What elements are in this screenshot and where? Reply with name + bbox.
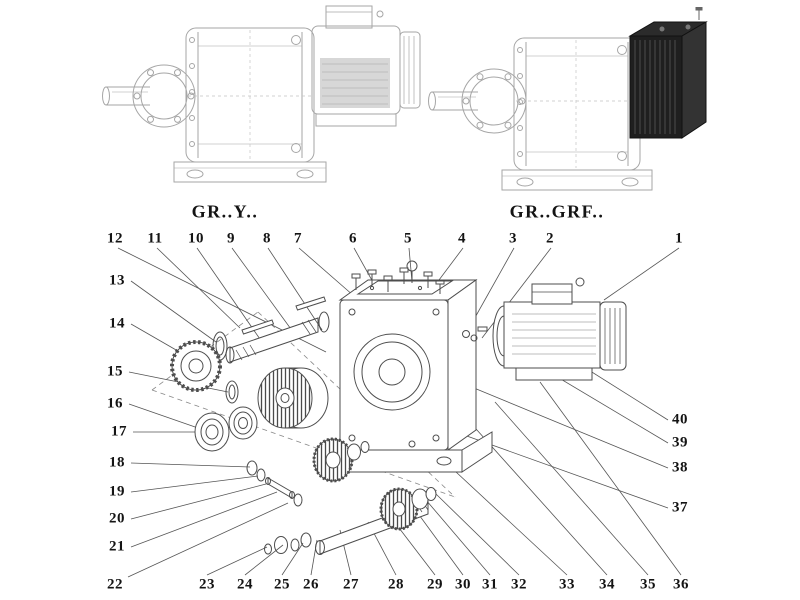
fastener-cover-bolts <box>351 260 445 294</box>
part-input-pinion-shaft <box>225 311 330 364</box>
bolt-icon <box>367 269 377 286</box>
part-shaft-key <box>241 296 327 335</box>
output-flange-drawing <box>132 64 196 128</box>
mounting-feet-drawing <box>173 161 327 183</box>
callout-10: 10 <box>188 230 204 247</box>
callout-8: 8 <box>263 230 271 247</box>
callout-22: 22 <box>107 576 123 593</box>
callout-31: 31 <box>482 576 498 593</box>
callout-35: 35 <box>640 576 656 593</box>
callout-6: 6 <box>349 230 357 247</box>
callout-23: 23 <box>199 576 215 593</box>
callout-24: 24 <box>237 576 253 593</box>
assembled-gearmotor-gr-y-drawing <box>102 5 421 183</box>
grf-cover-block <box>628 7 708 139</box>
callout-26: 26 <box>303 576 319 593</box>
bolt-icon <box>383 275 393 292</box>
callout-18: 18 <box>109 454 125 471</box>
callout-30: 30 <box>455 576 471 593</box>
callout-27: 27 <box>343 576 359 593</box>
callout-37: 37 <box>672 499 688 516</box>
mounting-feet-drawing <box>501 169 653 191</box>
callout-28: 28 <box>388 576 404 593</box>
part-washer-pin-stack <box>246 460 303 507</box>
callout-13: 13 <box>109 272 125 289</box>
callout-12: 12 <box>107 230 123 247</box>
variant-label-gr-grf: GR..GRF.. <box>509 201 605 222</box>
bolt-icon <box>351 273 361 290</box>
callout-9: 9 <box>227 230 235 247</box>
part-ball-bearing <box>194 412 230 452</box>
motor-drawing <box>311 5 421 127</box>
eye-bolt-icon <box>406 260 418 283</box>
callout-14: 14 <box>109 315 125 332</box>
callout-33: 33 <box>559 576 575 593</box>
callout-19: 19 <box>109 483 125 500</box>
part-bearing-ring-toothed <box>170 340 222 392</box>
callout-29: 29 <box>427 576 443 593</box>
part-electric-motor <box>492 277 627 381</box>
part-output-washers <box>264 532 312 555</box>
part-helical-gear-large <box>257 367 329 429</box>
bolt-icon <box>423 271 433 288</box>
callout-11: 11 <box>147 230 163 247</box>
part-intermediate-gear <box>312 437 370 483</box>
part-gear-housing <box>325 279 493 473</box>
callout-40: 40 <box>672 411 688 428</box>
callout-5: 5 <box>404 230 412 247</box>
callout-34: 34 <box>599 576 615 593</box>
part-spacer-ring <box>225 380 239 404</box>
variant-label-gr-y: GR..Y.. <box>191 201 259 222</box>
callout-25: 25 <box>274 576 290 593</box>
part-output-gear <box>379 487 437 531</box>
callout-20: 20 <box>109 510 125 527</box>
callout-16: 16 <box>107 395 123 412</box>
output-shaft-drawing <box>428 91 478 111</box>
callout-15: 15 <box>107 363 123 380</box>
callout-17: 17 <box>111 423 127 440</box>
callout-21: 21 <box>109 538 125 555</box>
part-motor-shaft-key-parts <box>462 326 488 342</box>
bolt-icon <box>435 279 445 294</box>
exploded-view-drawing <box>117 247 682 578</box>
part-oil-seal-ring <box>212 331 228 361</box>
callout-4: 4 <box>458 230 466 247</box>
callout-32: 32 <box>511 576 527 593</box>
callout-7: 7 <box>294 230 302 247</box>
part-ball-bearing <box>228 406 258 440</box>
callout-3: 3 <box>509 230 517 247</box>
callout-36: 36 <box>673 576 689 593</box>
assembled-gearmotor-gr-grf-drawing <box>428 7 708 191</box>
leader-lines <box>117 247 682 578</box>
callout-2: 2 <box>546 230 554 247</box>
callout-38: 38 <box>672 459 688 476</box>
bolt-icon <box>399 267 409 284</box>
callout-39: 39 <box>672 434 688 451</box>
callout-1: 1 <box>675 230 683 247</box>
